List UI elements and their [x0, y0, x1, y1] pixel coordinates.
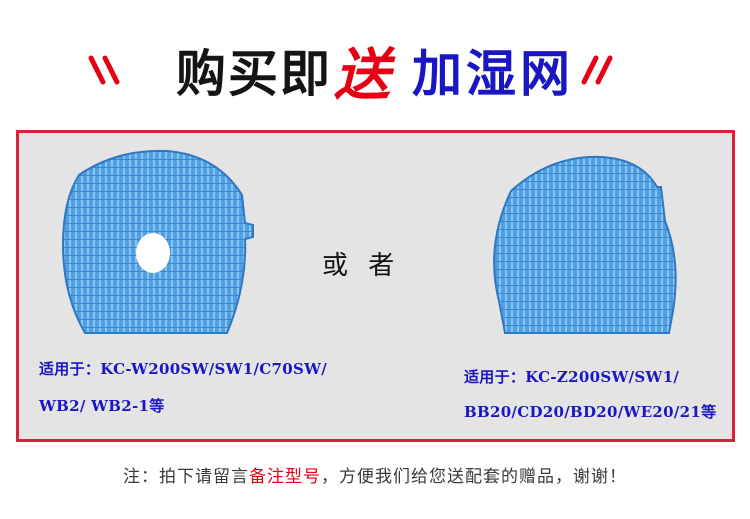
- left-spec-line-1: 适用于：KC-W200SW/SW1/C70SW/: [39, 360, 328, 378]
- footer-note: 注：拍下请留言备注型号，方便我们给您送配套的赠品，谢谢！: [0, 462, 750, 487]
- filter-left-image: [61, 149, 254, 334]
- note-after: ，方便我们给您送配套的赠品，谢谢！: [321, 467, 627, 487]
- filter-right-image: [493, 155, 677, 334]
- right-spec-line-2: BB20/CD20/BD20/WE20/21等: [464, 403, 717, 421]
- note-before: 注：拍下请留言: [123, 467, 249, 487]
- product-panel: 或 者 适用于：KC-W200SW/SW1/C70SW/ WB2/ WB2-1等…: [16, 130, 735, 442]
- left-spec-line-2: WB2/ WB2-1等: [39, 397, 165, 415]
- slash-decoration-right-icon: [581, 55, 613, 85]
- right-spec-line-1: 适用于：KC-Z200SW/SW1/: [464, 368, 680, 386]
- headline-part-product: 加湿网: [412, 45, 574, 103]
- headline-part-gift: 送: [334, 42, 390, 108]
- headline: 购买即 送 加湿网: [0, 30, 750, 110]
- or-label: 或 者: [322, 251, 401, 281]
- note-highlight: 备注型号: [249, 467, 321, 487]
- headline-part-buy: 购买即: [176, 45, 332, 103]
- slash-decoration-left-icon: [88, 55, 120, 85]
